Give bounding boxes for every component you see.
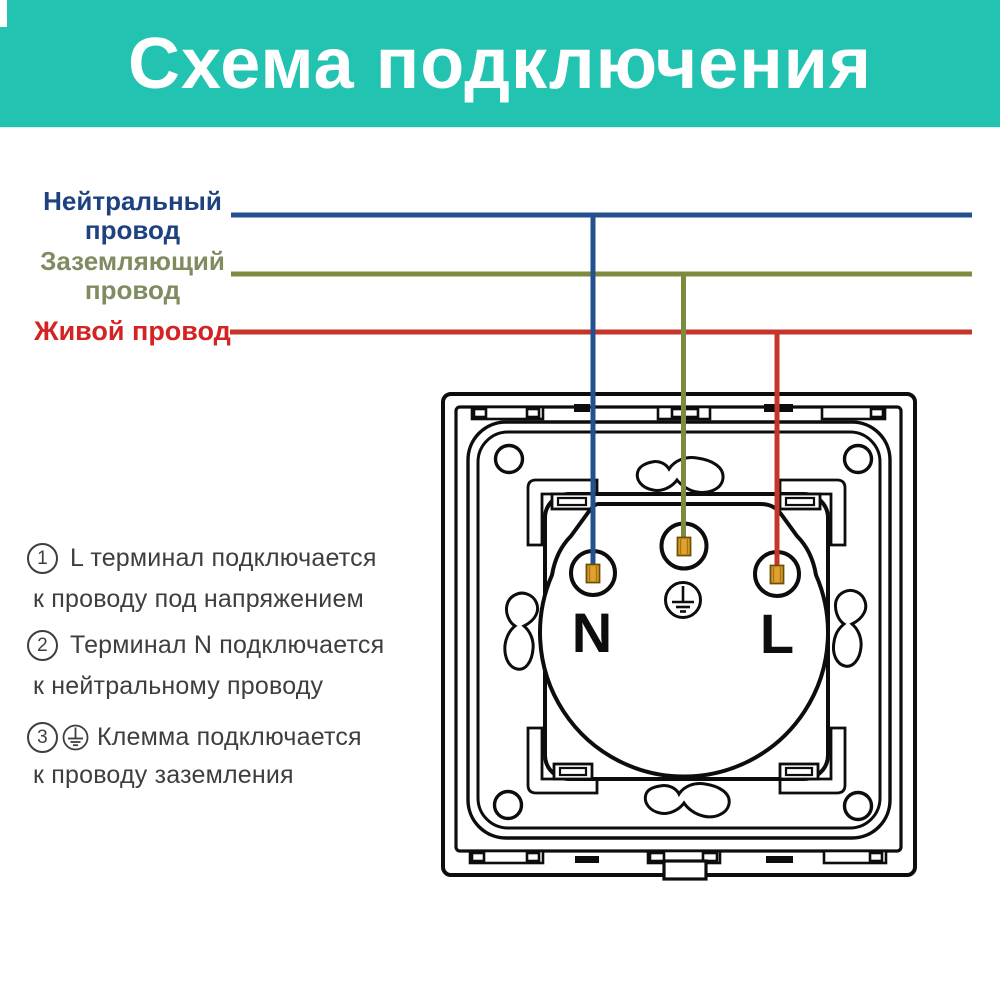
clamp-earth [676,536,692,557]
mounting-plate-inner [476,430,882,830]
header-banner: Схема подключения [0,0,1000,128]
adjustment-slots [503,456,868,819]
instruction-2-line-2: к нейтральному проводу [33,672,324,700]
instruction-1-line-2: к проводу под напряжением [33,585,364,613]
screw-holes [492,443,874,822]
ground-wire-label: Заземляющий провод [40,246,225,305]
circled-number-2: 2 [27,630,58,661]
clamp-l [769,564,785,585]
clamp-n [585,563,601,584]
page-title: Схема подключения [128,23,872,104]
frame-bottom-tabs [468,849,888,881]
instruction-1-line-1: 1 L терминал подключается [27,543,377,574]
core-pads [550,492,822,781]
frame-top-tabs [470,404,887,421]
earth-icon [62,724,89,751]
circled-number-3: 3 [27,722,58,753]
instruction-3-line-1: 3 Клемма подключается [27,722,362,753]
banner-notch [0,0,7,27]
neutral-wire-label: Нейтральный провод [43,186,222,245]
terminal-l-label: L [760,602,794,665]
terminal-n-label: N [572,601,612,664]
wires [230,212,972,568]
instruction-2-line-1: 2 Терминал N подключается [27,630,384,661]
instruction-3-line-2: к проводу заземления [33,761,294,789]
circled-number-1: 1 [27,543,58,574]
terminal-clamps [585,536,785,585]
earth-symbol [664,581,702,619]
live-wire-label: Живой провод [34,316,231,346]
